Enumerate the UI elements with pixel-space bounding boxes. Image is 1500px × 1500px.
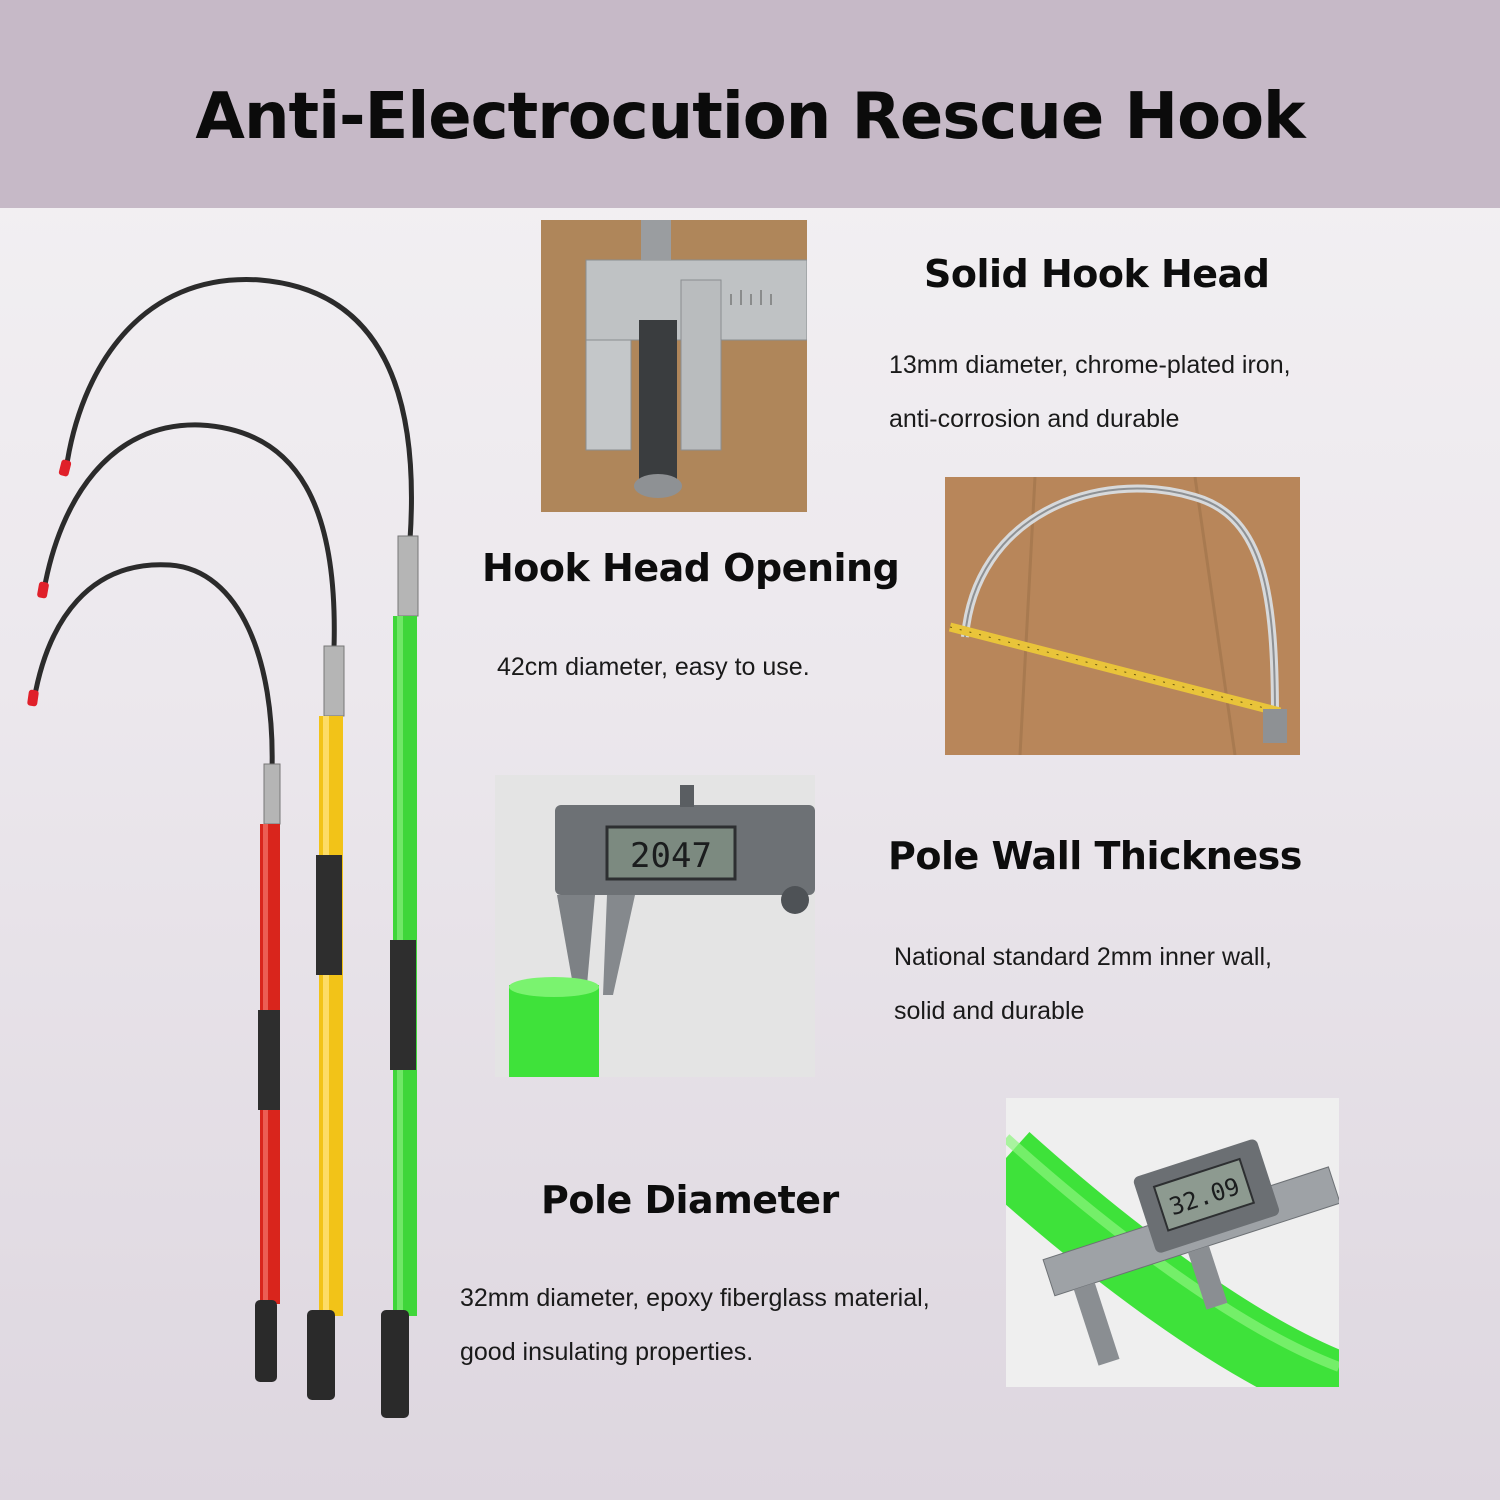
red-pole-band — [258, 1010, 280, 1110]
page-title: Anti-Electrocution Rescue Hook — [195, 80, 1305, 154]
feature-desc-solid-hook-head-line2: anti-corrosion and durable — [889, 405, 1180, 433]
yellow-hook-connector — [323, 645, 345, 717]
red-pole-grip — [255, 1300, 277, 1382]
green-pole-grip — [381, 1310, 409, 1418]
red-hook-cable — [31, 562, 275, 771]
feature-desc-pole-wall-thickness-line2: solid and durable — [894, 997, 1085, 1025]
red-hook-connector — [263, 763, 281, 825]
pole-wall-caliper-photo: 2047 — [495, 775, 815, 1077]
feature-heading-hook-head-opening: Hook Head Opening — [482, 546, 900, 590]
red-hook-tip — [27, 689, 39, 707]
feature-heading-solid-hook-head: Solid Hook Head — [924, 252, 1270, 296]
feature-desc-hook-head-opening-line1: 42cm diameter, easy to use. — [497, 653, 810, 681]
green-hook-connector — [397, 535, 419, 617]
title-banner: Anti-Electrocution Rescue Hook — [0, 0, 1500, 208]
feature-desc-pole-wall-thickness-line1: National standard 2mm inner wall, — [894, 943, 1272, 971]
hook-opening-tape-photo — [945, 477, 1300, 755]
rescue-hook-poles-illustration — [0, 260, 470, 1440]
pole-diameter-caliper-photo: 32.09 — [1006, 1098, 1339, 1387]
hook-head-caliper-photo — [541, 220, 807, 512]
wall-caliper-display: 2047 — [630, 836, 712, 876]
feature-heading-pole-diameter: Pole Diameter — [541, 1178, 839, 1222]
yellow-hook-cable — [41, 422, 337, 649]
green-hook-cable — [63, 277, 414, 541]
feature-heading-pole-wall-thickness: Pole Wall Thickness — [888, 834, 1302, 878]
yellow-pole-band — [316, 855, 342, 975]
feature-desc-pole-diameter-line2: good insulating properties. — [460, 1338, 754, 1366]
feature-desc-pole-diameter-line1: 32mm diameter, epoxy fiberglass material… — [460, 1284, 930, 1312]
feature-desc-solid-hook-head-line1: 13mm diameter, chrome-plated iron, — [889, 351, 1291, 379]
yellow-pole — [319, 716, 343, 1316]
yellow-hook-tip — [37, 581, 49, 599]
green-hook-tip — [58, 459, 72, 477]
yellow-pole-grip — [307, 1310, 335, 1400]
green-pole-band — [390, 940, 416, 1070]
